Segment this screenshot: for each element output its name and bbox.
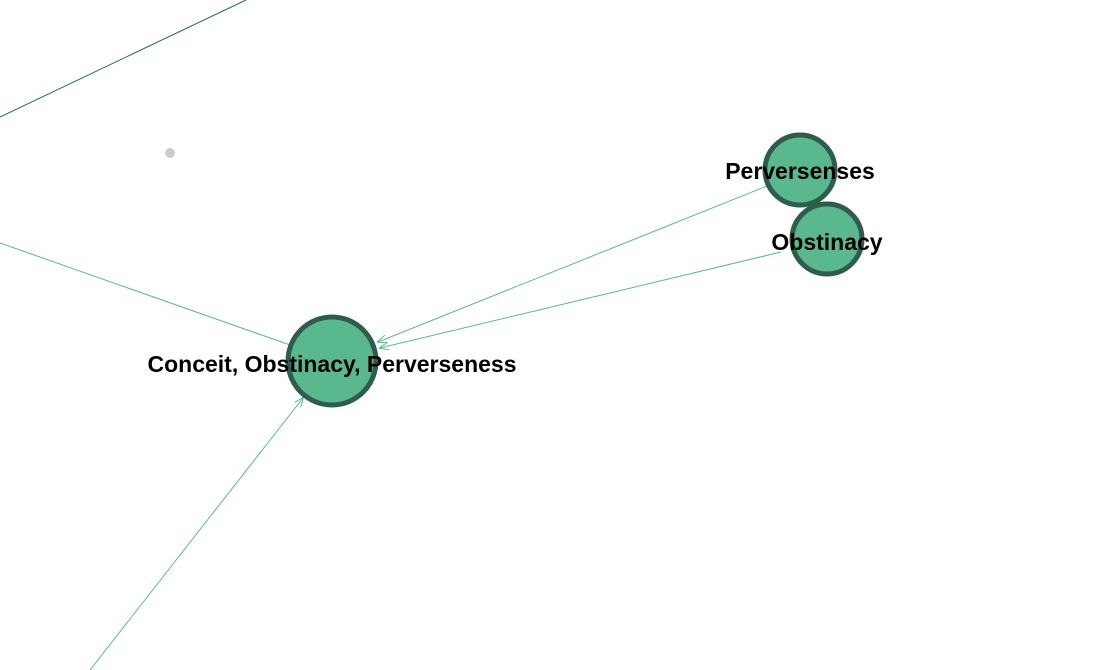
edge-perversenses-to-conceit[interactable] xyxy=(378,185,768,342)
node-obstinacy[interactable]: Obstinacy xyxy=(771,201,883,277)
node-conceit-circle[interactable] xyxy=(285,314,379,408)
node-obstinacy-circle[interactable] xyxy=(789,201,865,277)
edge-offscreen-left-to-conceit[interactable] xyxy=(0,242,291,346)
edge-obstinacy-to-conceit[interactable] xyxy=(380,251,782,348)
edge-layer xyxy=(0,0,782,670)
dot-layer xyxy=(165,148,175,158)
node-conceit[interactable]: Conceit, Obstinacy, Perverseness xyxy=(147,314,517,408)
edge-offscreen-bottom-left-to-conceit[interactable] xyxy=(89,398,303,670)
edge-offscreen-top[interactable] xyxy=(0,0,247,118)
node-layer: Conceit, Obstinacy, Perverseness Pervers… xyxy=(147,132,883,408)
node-perversenses-circle[interactable] xyxy=(762,132,838,208)
node-perversenses[interactable]: Perversenses xyxy=(725,132,875,208)
small-node-dot[interactable] xyxy=(165,148,175,158)
